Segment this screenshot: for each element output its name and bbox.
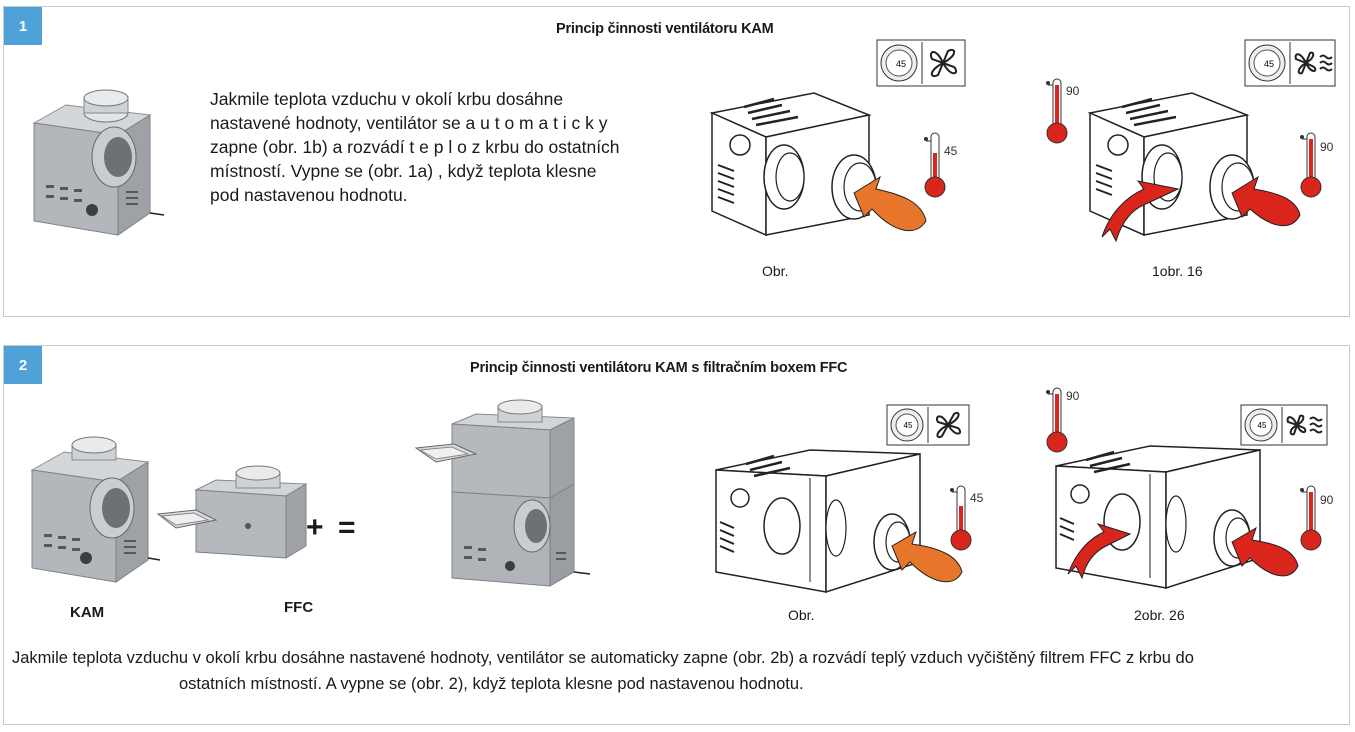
thermometer-icon: 90 xyxy=(1046,387,1080,453)
thermometer-value: 90 xyxy=(1320,140,1334,154)
kam-ffc-combined-photo xyxy=(414,399,591,587)
thermometer-icon: 45 xyxy=(950,485,984,551)
ffc-filter-box-photo xyxy=(156,465,308,559)
thermometer-value: 90 xyxy=(1066,389,1080,403)
thermostat-dial-icon: 45 xyxy=(1248,44,1286,82)
thermometer-icon: 90 xyxy=(1046,78,1080,144)
ffc-label: FFC xyxy=(284,599,314,616)
description-line: Jakmile teplota vzduchu v okolí krbu dos… xyxy=(210,89,564,109)
section-title: Princip činnosti ventilátoru KAM s filtr… xyxy=(470,360,848,376)
thermometer-value: 45 xyxy=(970,491,984,505)
kam-label: KAM xyxy=(70,604,105,621)
figure-caption: 1obr. 16 xyxy=(1152,263,1203,279)
fan-off-diagram xyxy=(709,92,927,237)
thermometer-icon: 90 xyxy=(1300,132,1334,198)
figure-caption: Obr. xyxy=(788,607,815,623)
thermometer-value: 90 xyxy=(1066,84,1080,98)
plus-sign: + xyxy=(306,511,324,544)
status-icon-box: 45 xyxy=(1244,39,1336,87)
section-1-description: Jakmile teplota vzduchu v okolí krbu dos… xyxy=(210,87,680,207)
kam-ffc-on-diagram xyxy=(1055,445,1299,590)
kam-fan-photo xyxy=(30,436,161,583)
thermometer-icon: 45 xyxy=(924,132,958,198)
fan-icon xyxy=(930,49,958,77)
status-icon-box: 45 xyxy=(876,39,966,87)
figure-caption: Obr. xyxy=(762,263,789,279)
fan-on-diagram xyxy=(1087,92,1301,243)
figure-caption: 2obr. 26 xyxy=(1134,607,1185,623)
status-icon-box: 45 xyxy=(886,404,970,446)
equals-sign: = xyxy=(338,511,356,544)
status-icon-box: 45 xyxy=(1240,404,1328,446)
section-number-badge: 2 xyxy=(4,346,42,384)
section-number-badge: 1 xyxy=(4,7,42,45)
fan-icon xyxy=(936,412,962,438)
dial-value: 45 xyxy=(1258,421,1267,430)
description-line: pod nastavenou hodnotu. xyxy=(210,185,408,205)
thermometer-value: 45 xyxy=(944,144,958,158)
section-2-description-line-2: ostatních místností. A vypne se (obr. 2)… xyxy=(179,675,804,693)
thermostat-dial-icon: 45 xyxy=(890,408,924,442)
kam-ffc-off-diagram xyxy=(715,449,963,594)
thermostat-dial-icon: 45 xyxy=(1244,408,1278,442)
thermometer-icon: 90 xyxy=(1300,485,1334,551)
fan-airflow-icon xyxy=(1294,51,1333,75)
thermostat-dial-icon: 45 xyxy=(880,44,918,82)
section-1-panel: 1 Princip činnosti ventilátoru KAM Jakmi… xyxy=(3,6,1350,317)
section-2-description-line-1: Jakmile teplota vzduchu v okolí krbu dos… xyxy=(12,649,1194,667)
dial-value: 45 xyxy=(904,421,913,430)
description-line: místností. Vypne se (obr. 1a) , když tep… xyxy=(210,161,597,181)
section-title: Princip činnosti ventilátoru KAM xyxy=(556,21,774,37)
section-2-panel: 2 Princip činnosti ventilátoru KAM s fil… xyxy=(3,345,1350,725)
description-line: nastavené hodnoty, ventilátor se a u t o… xyxy=(210,113,608,133)
description-line: zapne (obr. 1b) a rozvádí t e p l o z kr… xyxy=(210,137,620,157)
dial-value: 45 xyxy=(896,59,906,69)
kam-fan-photo xyxy=(32,89,165,236)
fan-airflow-icon xyxy=(1286,414,1323,436)
dial-value: 45 xyxy=(1264,59,1274,69)
thermometer-value: 90 xyxy=(1320,493,1334,507)
